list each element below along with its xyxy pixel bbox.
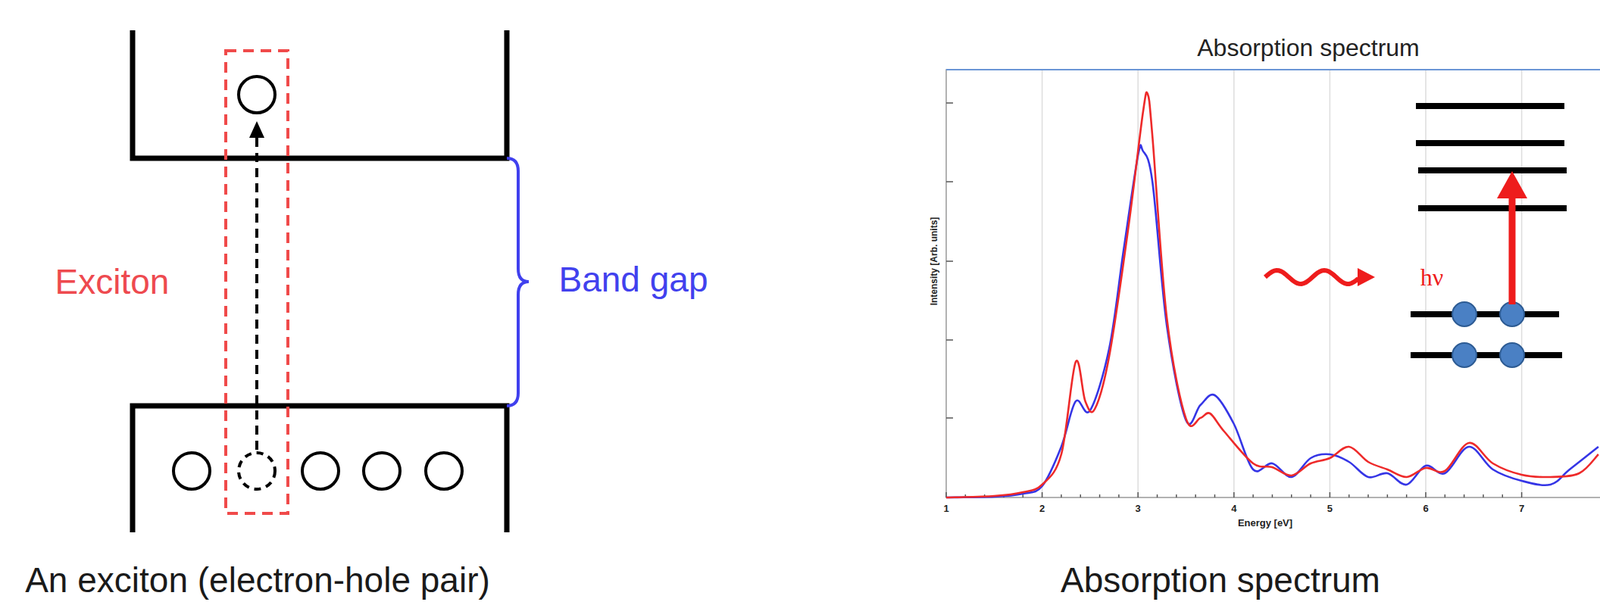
electron-dot <box>1500 343 1525 368</box>
band-diagram <box>132 30 507 533</box>
axis-title: Energy [eV] <box>1237 518 1293 530</box>
minor-tick <box>1175 494 1178 498</box>
chart <box>946 69 1600 498</box>
level <box>1418 205 1567 212</box>
photon-label: hν <box>1420 263 1444 292</box>
electron <box>425 453 463 490</box>
photon-wave <box>1265 270 1359 285</box>
band-gap-label: Band gap <box>559 259 709 300</box>
minor-tick <box>1271 494 1274 498</box>
level <box>1415 140 1565 147</box>
level <box>1410 352 1563 359</box>
minor-tick <box>1387 494 1389 498</box>
level <box>1410 311 1560 318</box>
minor-tick <box>1194 494 1197 498</box>
caption: An exciton (electron-hole pair) <box>25 560 491 601</box>
minor-tick <box>1463 494 1466 498</box>
minor-tick <box>1367 494 1369 498</box>
grid-line <box>1233 70 1235 497</box>
minor-tick <box>1099 494 1101 498</box>
electron <box>302 453 339 490</box>
grid-line <box>1137 70 1139 497</box>
electron-dot <box>1452 302 1477 327</box>
excitation-arrow <box>255 134 259 450</box>
band-gap-brace <box>506 158 529 407</box>
valence-band <box>132 406 507 533</box>
tick-label: 1 <box>943 503 949 516</box>
grid-line <box>1041 70 1044 497</box>
minor-tick <box>1406 494 1408 498</box>
tick <box>946 417 954 419</box>
conduction-band <box>132 30 507 159</box>
tick <box>1521 492 1523 498</box>
tick <box>1329 492 1332 498</box>
chart-title: Absorption spectrum <box>1196 34 1419 63</box>
plot-top <box>946 68 1600 71</box>
minor-tick <box>1348 494 1350 498</box>
tick-label: 2 <box>1039 503 1045 516</box>
tick-label: 6 <box>1422 503 1429 516</box>
minor-tick <box>1252 494 1254 498</box>
level <box>1415 103 1565 110</box>
grid-line <box>1521 70 1523 497</box>
electron-dot <box>1500 302 1525 327</box>
grid-line <box>1329 70 1332 497</box>
arrow-head <box>1357 268 1375 287</box>
red-curve <box>946 92 1599 498</box>
transition-arrow <box>1509 189 1516 305</box>
minor-tick <box>1214 494 1216 498</box>
axis-title: Intensity [Arb. units] <box>929 217 941 307</box>
tick <box>946 260 954 263</box>
tick-label: 5 <box>1327 503 1333 516</box>
electron <box>238 76 275 113</box>
tick-label: 3 <box>1135 503 1141 516</box>
minor-tick <box>1118 494 1120 498</box>
tick-label: 7 <box>1518 503 1525 516</box>
tick <box>946 102 954 104</box>
caption: Absorption spectrum <box>1060 560 1381 601</box>
exciton-box <box>225 50 288 514</box>
electron <box>173 453 210 490</box>
hole <box>238 453 275 490</box>
minor-tick <box>1079 494 1082 498</box>
arrow-head <box>1496 171 1528 199</box>
tick <box>1233 492 1235 498</box>
energy-levels <box>1410 106 1567 356</box>
tick <box>946 339 954 341</box>
exciton-label: Exciton <box>55 262 170 303</box>
minor-tick <box>1290 494 1293 498</box>
tick <box>1137 492 1139 498</box>
minor-tick <box>1156 494 1159 498</box>
minor-tick <box>1444 494 1447 498</box>
minor-tick <box>1482 494 1485 498</box>
level <box>1418 167 1567 174</box>
blue-curve <box>946 145 1599 498</box>
tick <box>1041 492 1044 498</box>
tick-label: 4 <box>1231 503 1237 516</box>
minor-tick <box>1060 494 1063 498</box>
arrow-head <box>249 121 265 138</box>
plot-frame <box>946 69 1600 498</box>
minor-tick <box>1502 494 1504 498</box>
tick <box>946 181 954 183</box>
tick <box>1425 492 1427 498</box>
electron <box>363 453 400 490</box>
minor-tick <box>1309 494 1312 498</box>
minor-tick <box>1022 494 1025 498</box>
electron-dot <box>1452 343 1477 368</box>
